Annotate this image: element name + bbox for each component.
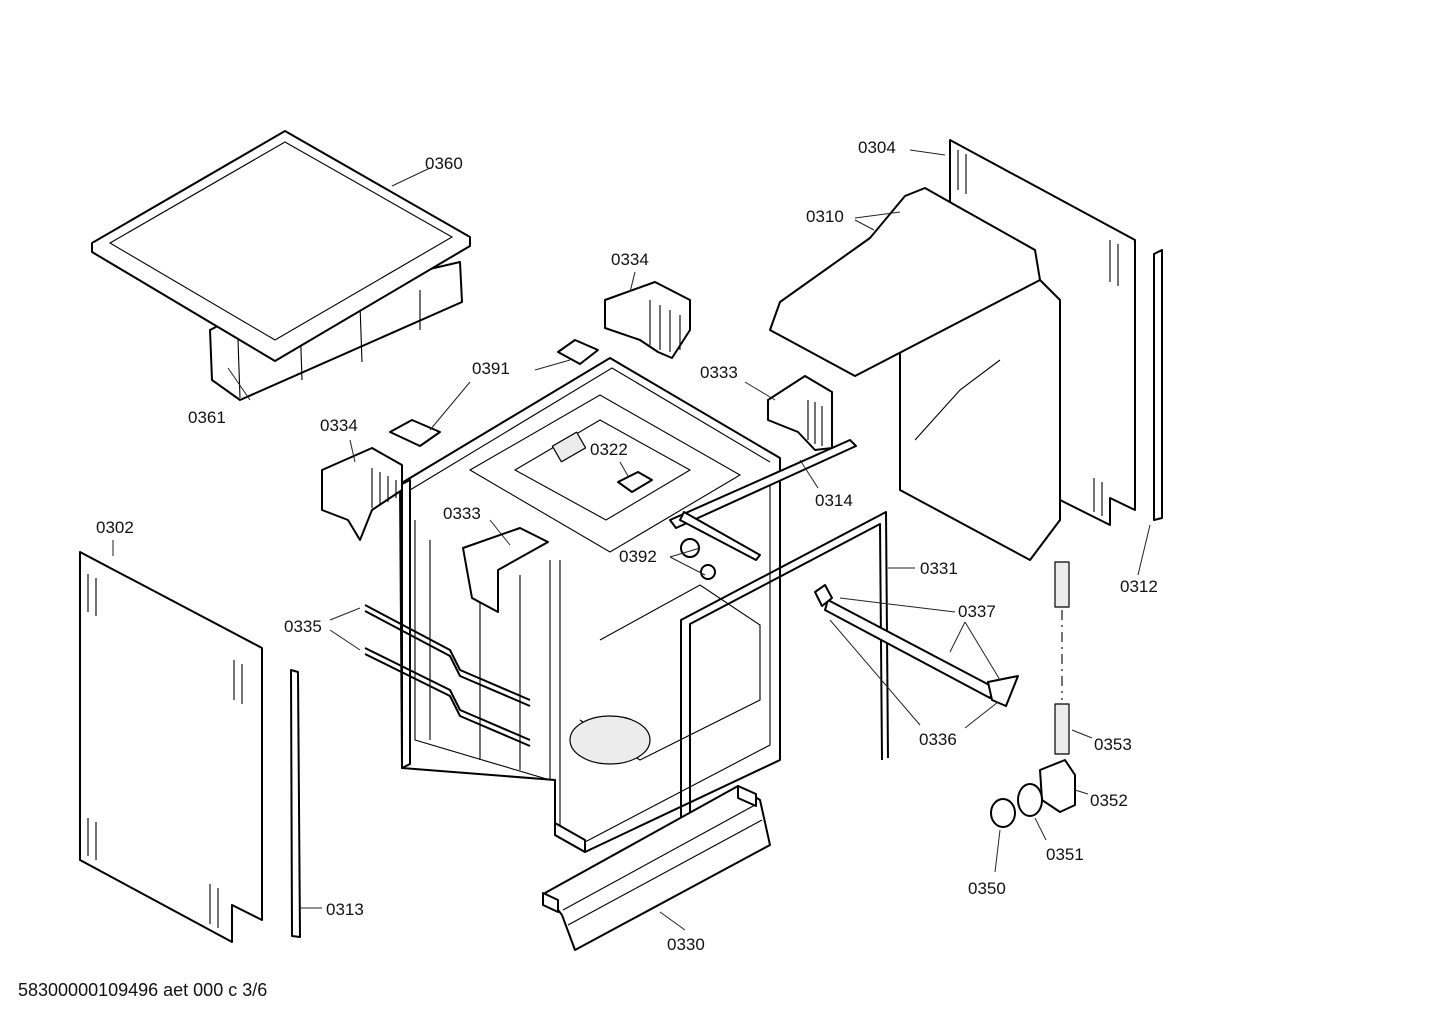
label-0360: 0360 bbox=[425, 154, 463, 173]
label-0330: 0330 bbox=[667, 935, 705, 954]
top-strip-part bbox=[669, 439, 857, 529]
label-0333-right: 0333 bbox=[700, 363, 738, 382]
label-0336: 0336 bbox=[919, 730, 957, 749]
label-0351: 0351 bbox=[1046, 845, 1084, 864]
right-trim-strip-part bbox=[1153, 249, 1163, 521]
document-code: 58300000109496 aet 000 c 3/6 bbox=[18, 980, 268, 1000]
label-0333-left: 0333 bbox=[443, 504, 481, 523]
label-0352: 0352 bbox=[1090, 791, 1128, 810]
kickplate-part bbox=[542, 785, 771, 951]
insulation-panel-part bbox=[769, 187, 1061, 561]
label-0314: 0314 bbox=[815, 491, 853, 510]
label-0302: 0302 bbox=[96, 518, 134, 537]
label-0322: 0322 bbox=[590, 440, 628, 459]
label-0304: 0304 bbox=[858, 138, 896, 157]
ring-nut-part bbox=[1017, 783, 1043, 817]
label-0361: 0361 bbox=[188, 408, 226, 427]
clip-part bbox=[617, 471, 653, 493]
door-hinge-rod-part bbox=[814, 584, 1019, 707]
label-0312: 0312 bbox=[1120, 577, 1158, 596]
cap-part bbox=[990, 798, 1016, 828]
vent-block-top-part bbox=[604, 281, 691, 359]
label-0313: 0313 bbox=[326, 900, 364, 919]
label-0310: 0310 bbox=[806, 207, 844, 226]
tub-body-part bbox=[399, 357, 781, 853]
label-0331: 0331 bbox=[920, 559, 958, 578]
hinge-brackets-part bbox=[389, 339, 599, 447]
label-0350: 0350 bbox=[968, 879, 1006, 898]
vent-block-left-part bbox=[321, 447, 403, 541]
inner-bracket-left-part bbox=[462, 527, 549, 613]
elbow-connector-part bbox=[1039, 759, 1076, 813]
inlet-hose-part bbox=[1054, 561, 1070, 755]
label-0392: 0392 bbox=[619, 547, 657, 566]
part-labels: 0360 0361 0334 0391 0334 0333 0322 0333 … bbox=[96, 138, 1158, 954]
worktop-cover-part bbox=[91, 130, 471, 401]
left-trim-strip-part bbox=[290, 669, 301, 938]
label-0334-top: 0334 bbox=[611, 250, 649, 269]
label-0337: 0337 bbox=[958, 602, 996, 621]
label-0391: 0391 bbox=[472, 359, 510, 378]
vent-block-right-part bbox=[767, 375, 833, 451]
label-0335: 0335 bbox=[284, 617, 322, 636]
leader-lines bbox=[112, 149, 1151, 931]
label-0353: 0353 bbox=[1094, 735, 1132, 754]
left-side-panel-part bbox=[79, 551, 263, 943]
rails-part bbox=[364, 604, 531, 747]
label-0334-left: 0334 bbox=[320, 416, 358, 435]
